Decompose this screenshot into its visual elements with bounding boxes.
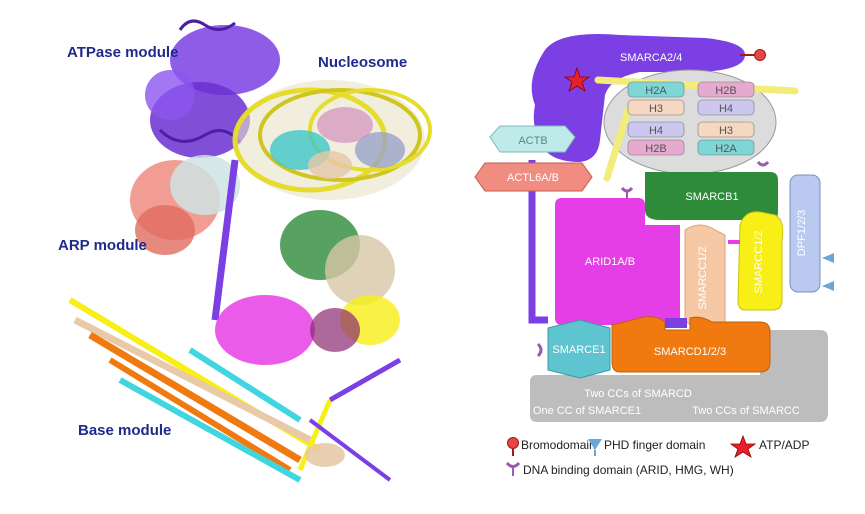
smarca-helix [211, 159, 239, 321]
smarce1-label: SMARCE1 [552, 344, 605, 356]
phd-finger-icon [822, 253, 834, 263]
histone-h2a-top [627, 81, 685, 98]
structure-illustration: ATPase module Nucleosome ARP module Base… [58, 19, 432, 483]
base-module-box [530, 330, 828, 422]
arid-structure [215, 295, 315, 365]
base-text-line2-left: One CC of SMARCE1 [533, 405, 641, 417]
arid-box [555, 198, 680, 325]
smarca-linker [528, 160, 548, 324]
smarcd-box [611, 316, 771, 373]
histone-h2b-bottom [627, 139, 685, 156]
smarca-anchor [665, 318, 687, 328]
histone-label: H3 [719, 125, 733, 137]
legend-dna-icon [505, 461, 521, 468]
histone-h2b-top [697, 81, 755, 98]
base-module-label: Base module [78, 422, 171, 439]
dpf-box [789, 174, 821, 293]
dna-binding-icon [536, 342, 543, 358]
legend-phd: PHD finger domain [604, 438, 705, 452]
smarcb1-box [645, 172, 778, 220]
legend-atp: ATP/ADP [759, 438, 809, 452]
histone-h2a-bottom [697, 139, 755, 156]
arp-module-structure [130, 155, 240, 255]
histone-label: H2B [715, 85, 736, 97]
actb-label: ACTB [518, 135, 547, 147]
arid-subdomain [310, 308, 360, 352]
smarcc-left-label: SMARCC1/2 [697, 247, 709, 310]
smarcb1-label: SMARCB1 [685, 191, 738, 203]
histone-label: H2A [715, 143, 737, 155]
legend-atp-icon [729, 434, 757, 458]
smarce1-box [547, 319, 611, 379]
histone-grid: H2A H2B H3 H4 H4 H3 H2B H2A [627, 81, 755, 156]
histone-label: H4 [649, 125, 663, 137]
legend-dna: DNA binding domain (ARID, HMG, WH) [523, 463, 734, 477]
base-text-line1: Two CCs of SMARCD [584, 388, 692, 400]
nucleosome-structure [232, 80, 432, 200]
legend: Bromodomain PHD finger domain ATP/ADP DN… [505, 434, 809, 477]
dpf-label: DPF1/2/3 [796, 210, 808, 256]
histone-label: H3 [649, 103, 663, 115]
phd-finger-icon [822, 281, 834, 291]
actl6-label: ACTL6A/B [507, 172, 559, 184]
atpase-module-label: ATPase module [67, 44, 178, 61]
histone-label: H2B [645, 143, 666, 155]
base-module-structure [68, 297, 402, 483]
dna-strand-left [603, 106, 632, 182]
bromodomain-icon [754, 49, 766, 61]
histone-h4-top [697, 99, 755, 116]
dna-binding-icon [620, 186, 634, 193]
nucleosome-label: Nucleosome [318, 54, 407, 71]
legend-phd-icon [588, 439, 602, 450]
smarca-shape [531, 34, 745, 162]
smarcc-right-box [737, 211, 784, 311]
arid-label: ARID1A/B [585, 256, 635, 268]
histone-label: H4 [719, 103, 733, 115]
dpf-structure [325, 235, 395, 305]
atp-star-icon [563, 66, 591, 92]
actb-box [489, 125, 576, 153]
schematic-diagram: SMARCA2/4 H2A H2B H3 H4 H4 H3 H2B H2A AC… [474, 34, 834, 422]
dna-binding-icon [756, 160, 770, 167]
actl6-box [474, 162, 593, 192]
smarca-label: SMARCA2/4 [620, 52, 682, 64]
smarcd-label: SMARCD1/2/3 [654, 346, 726, 358]
histone-h3-bottom [697, 121, 755, 138]
smarcc-right-label: SMARCC1/2 [753, 231, 765, 294]
legend-bromodomain-icon [507, 437, 519, 449]
histone-label: H2A [645, 85, 667, 97]
histone-h3-top [627, 99, 685, 116]
arp-module-label: ARP module [58, 237, 147, 254]
base-text-line2-right: Two CCs of SMARCC [692, 405, 800, 417]
dna-strand-top [594, 76, 799, 95]
histone-h4-bottom [627, 121, 685, 138]
legend-bromodomain: Bromodomain [521, 438, 596, 452]
atpase-module-structure [145, 19, 280, 158]
